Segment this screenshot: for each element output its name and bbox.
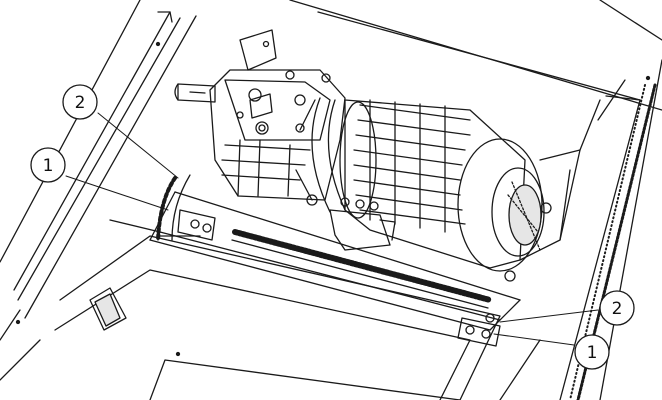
motor-fan-cover <box>457 138 552 282</box>
callout-bubble-1: 2 <box>62 84 98 120</box>
front-cover-panel <box>0 235 541 400</box>
callout-label: 2 <box>75 93 86 113</box>
callout-bubble-4: 1 <box>574 334 610 370</box>
right-motor-mount <box>519 99 601 261</box>
right-clamp-block <box>457 313 501 347</box>
motor-terminal-box <box>329 197 396 251</box>
electric-motor <box>339 99 526 269</box>
callout-label: 1 <box>587 343 598 363</box>
callout-leaders <box>65 112 599 346</box>
base-frame <box>109 191 521 331</box>
gearbox <box>209 29 346 206</box>
callout-bubble-2: 1 <box>30 147 66 183</box>
motor-adapter-flange <box>295 97 346 213</box>
callout-label: 1 <box>43 156 54 176</box>
callout-bubble-3: 2 <box>599 290 635 326</box>
left-clamp-block <box>177 209 216 241</box>
callout-label: 2 <box>612 299 623 319</box>
gear-rack <box>231 229 493 309</box>
right-enclosure-wall <box>289 0 662 400</box>
output-shaft <box>174 83 216 103</box>
left-sprocket-chain <box>156 174 201 242</box>
left-enclosure-wall <box>0 0 197 341</box>
